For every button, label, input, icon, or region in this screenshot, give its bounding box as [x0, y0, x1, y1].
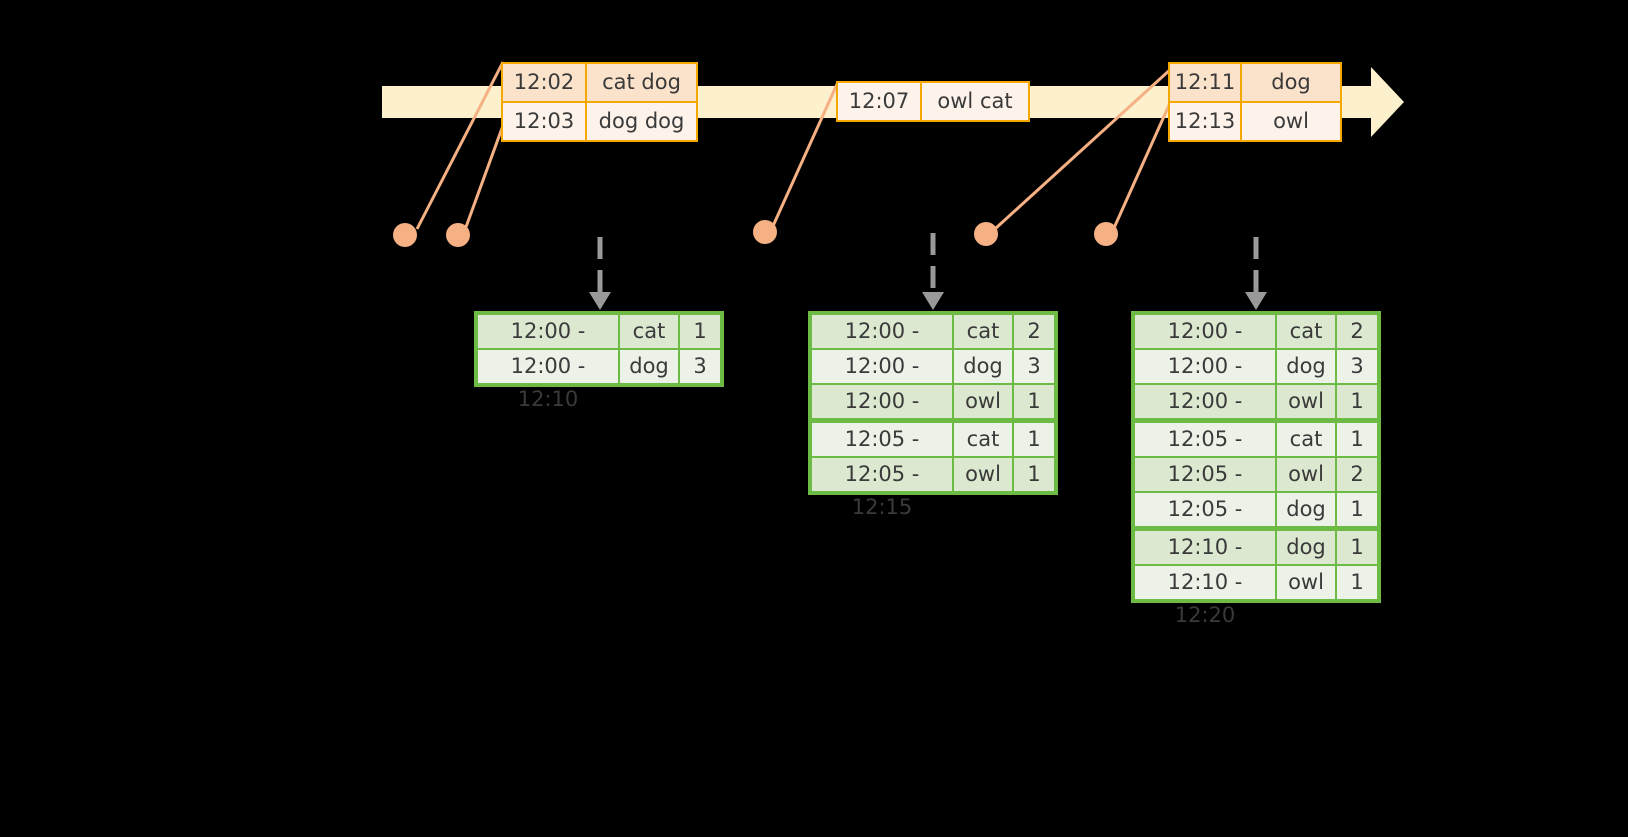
timeline-event-row: 12:11 dog: [1170, 64, 1340, 101]
connector-dot-1: [393, 223, 417, 247]
event-value: dog: [1271, 70, 1311, 94]
table-row: 12:00 - 12:10cat1: [478, 315, 720, 376]
timeline-event-box-1: 12:02 cat dog 12:03 dog dog: [501, 62, 698, 142]
count-cell: 3: [1337, 350, 1377, 383]
table-row: 12:00 - 12:10owl1: [1135, 385, 1377, 446]
key-cell: dog: [1277, 531, 1335, 564]
window-cell: 12:00 - 12:10: [1135, 315, 1275, 376]
count-cell: 1: [1014, 385, 1054, 418]
event-time: 12:07: [838, 83, 922, 120]
connector-line-5: [1112, 102, 1172, 229]
key-cell: owl: [1277, 458, 1335, 491]
window-cell: 12:00 - 12:10: [478, 350, 618, 411]
key-cell: dog: [1277, 493, 1335, 526]
connector-dot-3: [753, 220, 777, 244]
key-cell: cat: [1277, 423, 1335, 456]
window-cell: 12:00 - 12:10: [1135, 385, 1275, 446]
timeline-event-box-3: 12:11 dog 12:13 owl: [1168, 62, 1342, 142]
count-cell: 2: [1337, 315, 1377, 348]
dash-arrow-1: [589, 237, 611, 310]
count-cell: 1: [680, 315, 720, 348]
key-cell: dog: [620, 350, 678, 383]
window-cell: 12:00 - 12:10: [1135, 350, 1275, 411]
window-cell: 12:05 - 12:15: [1135, 458, 1275, 519]
key-cell: owl: [954, 385, 1012, 418]
key-cell: cat: [954, 423, 1012, 456]
count-cell: 3: [680, 350, 720, 383]
connector-dot-5: [1094, 222, 1118, 246]
window-cell: 12:05 - 12:15: [812, 423, 952, 484]
event-value: owl: [1273, 109, 1309, 133]
key-cell: owl: [1277, 385, 1335, 418]
key-cell: cat: [620, 315, 678, 348]
window-cell: 12:05 - 12:15: [1135, 493, 1275, 554]
connector-dot-4: [974, 222, 998, 246]
table-row: 12:00 - 12:10cat2: [812, 315, 1054, 376]
event-value: cat dog: [602, 70, 681, 94]
count-cell: 1: [1337, 385, 1377, 418]
key-cell: cat: [1277, 315, 1335, 348]
table-row: 12:05 - 12:15cat1: [1135, 423, 1377, 484]
result-table-3: 12:00 - 12:10cat212:00 - 12:10dog312:00 …: [1131, 311, 1381, 627]
count-cell: 3: [1014, 350, 1054, 383]
event-value: owl cat: [937, 89, 1013, 113]
window-cell: 12:05 - 12:15: [812, 458, 952, 519]
count-cell: 2: [1337, 458, 1377, 491]
window-cell: 12:00 - 12:10: [478, 315, 618, 376]
key-cell: owl: [1277, 566, 1335, 599]
dash-arrow-2: [922, 233, 944, 310]
timeline-event-box-2: 12:07 owl cat: [836, 81, 1030, 122]
event-value: dog dog: [598, 109, 685, 133]
count-cell: 1: [1014, 458, 1054, 491]
key-cell: cat: [954, 315, 1012, 348]
dash-arrow-3: [1245, 237, 1267, 310]
count-cell: 1: [1337, 566, 1377, 599]
timeline-event-row: 12:07 owl cat: [838, 83, 1028, 120]
table-row: 12:00 - 12:10owl1: [812, 385, 1054, 446]
event-time: 12:11: [1170, 64, 1242, 101]
timeline-event-row: 12:02 cat dog: [503, 64, 696, 101]
count-cell: 1: [1337, 531, 1377, 564]
count-cell: 1: [1014, 423, 1054, 456]
window-cell: 12:00 - 12:10: [812, 385, 952, 446]
timeline-event-row: 12:13 owl: [1170, 101, 1340, 140]
table-row: 12:05 - 12:15cat1: [812, 423, 1054, 484]
connector-line-2: [464, 119, 507, 228]
event-time: 12:02: [503, 64, 587, 101]
event-time: 12:13: [1170, 103, 1242, 140]
window-cell: 12:00 - 12:10: [812, 315, 952, 376]
window-cell: 12:05 - 12:15: [1135, 423, 1275, 484]
window-cell: 12:10 - 12:20: [1135, 531, 1275, 592]
count-cell: 2: [1014, 315, 1054, 348]
timeline-event-row: 12:03 dog dog: [503, 101, 696, 140]
window-cell: 12:00 - 12:10: [812, 350, 952, 411]
key-cell: dog: [1277, 350, 1335, 383]
event-time: 12:03: [503, 103, 587, 140]
table-row: 12:10 - 12:20dog1: [1135, 531, 1377, 592]
table-row: 12:05 - 12:15owl2: [1135, 458, 1377, 519]
count-cell: 1: [1337, 493, 1377, 526]
result-table-2: 12:00 - 12:10cat212:00 - 12:10dog312:00 …: [808, 311, 1058, 519]
table-row: 12:00 - 12:10cat2: [1135, 315, 1377, 376]
timeline-arrowhead-icon: [1371, 67, 1404, 137]
key-cell: owl: [954, 458, 1012, 491]
table-row: 12:05 - 12:15dog1: [1135, 493, 1377, 554]
count-cell: 1: [1337, 423, 1377, 456]
connector-dot-2: [446, 223, 470, 247]
key-cell: dog: [954, 350, 1012, 383]
window-cell: 12:10 - 12:20: [1135, 566, 1275, 627]
